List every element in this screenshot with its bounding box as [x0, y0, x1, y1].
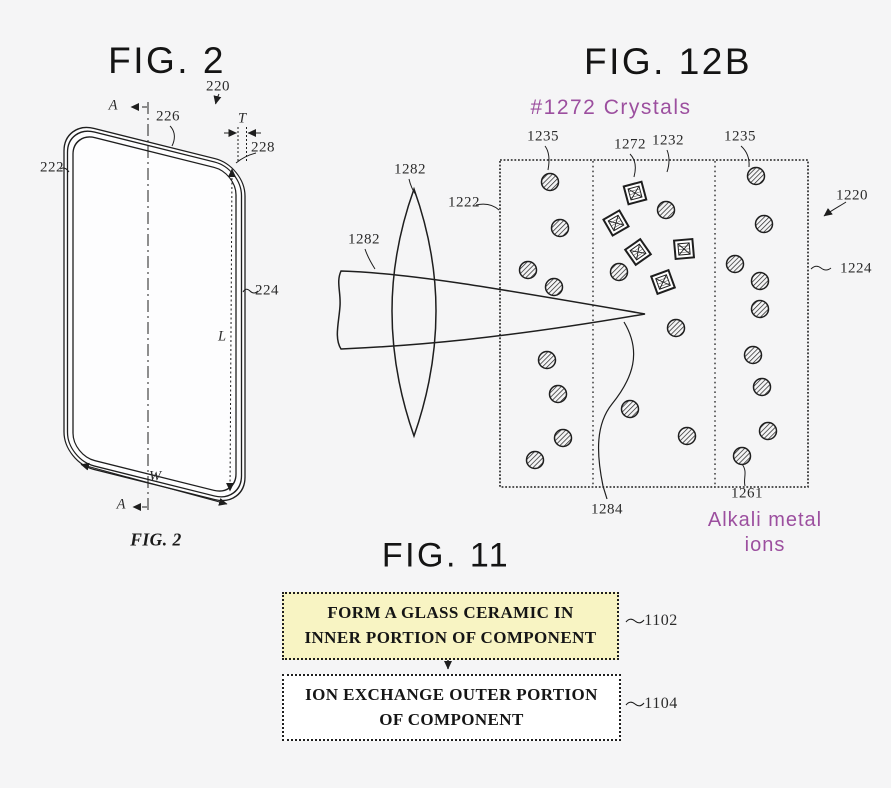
ref-226: 226: [156, 108, 180, 125]
fig2-caption: FIG. 2: [130, 529, 182, 550]
alkali-ion-marker: [750, 299, 770, 319]
crystal-marker: [672, 237, 696, 261]
dim-label-w: W: [148, 468, 162, 485]
section-label-a-top: A: [108, 97, 118, 114]
ref-1272: 1272: [614, 136, 646, 153]
flowchart-step-1104: ION EXCHANGE OUTER PORTION OF COMPONENT: [282, 674, 621, 741]
ref-224: 224: [255, 282, 279, 299]
section-label-a-bottom: A: [116, 496, 126, 513]
crystal-marker: [622, 180, 648, 206]
alkali-ion-marker: [540, 172, 560, 192]
alkali-ion-marker: [518, 260, 538, 280]
alkali-ions-line1: Alkali metal: [707, 509, 823, 531]
ref-1232: 1232: [652, 132, 684, 149]
fig2-title: FIG. 2: [108, 40, 226, 81]
alkali-ion-marker: [754, 214, 774, 234]
step-1104-line1: ION EXCHANGE OUTER PORTION: [305, 684, 598, 704]
alkali-ion-marker: [550, 218, 570, 238]
alkali-ion-marker: [758, 421, 778, 441]
ref-1224: 1224: [840, 260, 872, 277]
alkali-ion-layer: [518, 166, 778, 470]
alkali-ion-marker: [750, 271, 770, 291]
flowchart-step-1102: FORM A GLASS CERAMIC IN INNER PORTION OF…: [282, 592, 619, 660]
ref-1220: 1220: [836, 187, 868, 204]
ref-1235-left: 1235: [527, 128, 559, 145]
alkali-ion-marker: [656, 200, 676, 220]
ref-1282-left: 1282: [348, 231, 380, 248]
ref-228: 228: [251, 139, 275, 156]
step-1102-line1: FORM A GLASS CERAMIC IN: [327, 603, 574, 623]
crack-wedge: [336, 270, 646, 350]
fig2-device-outline: [59, 93, 261, 513]
alkali-ion-marker: [548, 384, 568, 404]
alkali-ion-marker: [609, 262, 629, 282]
crack-front-lens: [391, 186, 437, 439]
alkali-ions-line2: ions: [744, 534, 786, 556]
ref-1282-top: 1282: [394, 161, 426, 178]
crystal-marker: [623, 237, 653, 267]
alkali-ion-marker: [553, 428, 573, 448]
alkali-ion-marker: [746, 166, 766, 186]
crystal-marker: [602, 209, 630, 237]
fig12b-diagram: [336, 145, 847, 500]
alkali-ions-annotation: Alkali metal ions: [680, 508, 850, 558]
ref-222: 222: [40, 159, 64, 176]
fig12b-title: FIG. 12B: [583, 41, 753, 82]
alkali-ion-marker: [544, 277, 564, 297]
alkali-ion-marker: [743, 345, 763, 365]
step-1104-line2: OF COMPONENT: [379, 709, 524, 729]
alkali-ion-marker: [620, 399, 640, 419]
alkali-ion-marker: [677, 426, 697, 446]
alkali-ion-marker: [725, 254, 745, 274]
ref-1104: 1104: [644, 695, 678, 712]
ref-1235-right: 1235: [724, 128, 756, 145]
ref-220: 220: [206, 78, 230, 95]
crystals-annotation: #1272 Crystals: [530, 96, 692, 119]
ref-1102: 1102: [644, 612, 678, 629]
alkali-ion-marker: [732, 446, 752, 466]
crystal-layer: [602, 180, 696, 296]
dim-label-l: L: [217, 328, 227, 345]
dim-label-t: T: [237, 110, 247, 127]
ref-1222: 1222: [448, 194, 480, 211]
crystal-marker: [649, 268, 677, 296]
ref-1261: 1261: [731, 485, 763, 502]
ref-1284: 1284: [591, 501, 623, 518]
alkali-ion-marker: [752, 377, 772, 397]
crack-path-curve: [597, 321, 635, 500]
alkali-ion-marker: [666, 318, 686, 338]
alkali-ion-marker: [525, 450, 545, 470]
component-body: [499, 159, 809, 488]
fig11-title: FIG. 11: [381, 536, 511, 575]
alkali-ion-marker: [537, 350, 557, 370]
step-1102-line2: INNER PORTION OF COMPONENT: [304, 628, 597, 647]
